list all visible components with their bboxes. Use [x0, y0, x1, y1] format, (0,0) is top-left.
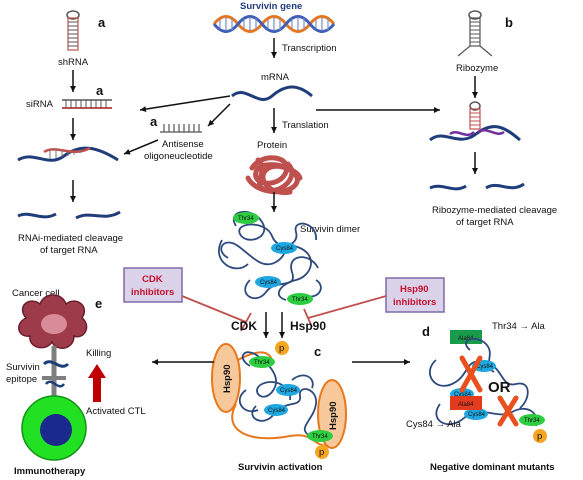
hsp90-inhibitors-box: Hsp90 inhibitors [385, 277, 445, 313]
antisense-oligo [160, 124, 202, 133]
letter-a-antisense: a [150, 114, 158, 129]
cdk-inhibitors-line2: inhibitors [131, 287, 174, 298]
cdk-label: CDK [231, 319, 257, 333]
mut-cys84-top-label: Cys84 [454, 392, 472, 398]
ribozyme-cleavage-label-2: of target RNA [456, 217, 514, 228]
mut-cys84-low [464, 408, 488, 420]
ribozyme-bound-target [429, 101, 521, 142]
hsp90-right-label: Hsp90 [328, 401, 339, 430]
dimer-thr34-top-label: Thr34 [238, 216, 254, 222]
arrow-mrna-to-sirna [139, 95, 231, 113]
mrna-label: mRNA [261, 72, 290, 83]
mut-ala84-box [450, 396, 482, 410]
epitope-label-2: epitope [6, 374, 37, 385]
mut-cys84-mid-label: Cys84 [476, 364, 494, 370]
dimer-cys84-top [271, 242, 297, 254]
cdk-inhibition-line [181, 295, 252, 332]
cdk-inhibitors-box: CDK inhibitors [123, 267, 183, 303]
arrow-mrna-to-antisense [207, 103, 231, 127]
act-cys84-bottom: Cys84 [268, 408, 286, 414]
cancer-nucleus [41, 314, 67, 334]
protein-label: Protein [257, 140, 287, 151]
shrna-label: shRNA [58, 57, 89, 68]
cancer-cell-label: Cancer cell [12, 288, 60, 299]
killing-label: Killing [86, 348, 111, 359]
hsp90-label: Hsp90 [290, 319, 326, 333]
ctl-nucleus [40, 414, 72, 446]
mut-ala34-label: Ala84 [458, 336, 474, 342]
survivin-epitope [42, 346, 70, 402]
sirna-label: siRNA [26, 99, 54, 110]
letter-d: d [422, 324, 430, 339]
letter-b: b [505, 15, 513, 30]
act-thr34-top: Thr34 [254, 360, 270, 366]
dimer-cys84-top-label: Cys84 [276, 246, 294, 252]
activation-title: Survivin activation [238, 462, 323, 473]
immunotherapy-title: Immunotherapy [14, 466, 86, 477]
antisense-label-2: oligoneucleotide [144, 151, 213, 162]
rnai-bound-target [17, 146, 119, 162]
ribozyme-cleaved-rna [429, 182, 525, 191]
sirna-duplex [62, 99, 112, 109]
hsp90-left [211, 343, 241, 413]
dimer-thr34-bottom-label: Thr34 [292, 297, 308, 303]
protein-coil [245, 155, 303, 196]
mut-p [533, 429, 547, 443]
hsp90-inhibitors-line1: Hsp90 [400, 284, 429, 295]
dimer-label: Survivin dimer [300, 224, 360, 235]
mut-cys-label: Cys84 → Ala [406, 419, 462, 430]
dimer-cys84-bottom [255, 276, 281, 288]
mut-thr34 [519, 414, 545, 426]
act-thr34-bottom: Thr34 [312, 434, 328, 440]
dimer-thr34-top [233, 212, 259, 224]
mrna-strand [231, 85, 313, 101]
mut-thr-label: Thr34 → Ala [492, 321, 546, 332]
letter-e: e [95, 296, 102, 311]
ribozyme-hairpin [457, 10, 493, 57]
ctl-label: Activated CTL [86, 406, 146, 417]
letter-a-shrna: a [98, 15, 106, 30]
act-p-top: p [279, 343, 284, 354]
activated-survivin [211, 341, 347, 459]
mut-cys84-low-label: Cys84 [468, 412, 486, 418]
mut-ala34-box [450, 330, 482, 344]
transcription-label: Transcription [282, 43, 337, 54]
mut-x-left [459, 355, 483, 393]
gene-title: Survivin gene [240, 1, 302, 12]
mut-ala84-label: Ala84 [458, 402, 474, 408]
arrow-antisense-to-bound [123, 139, 159, 155]
letter-a-sirna: a [96, 83, 104, 98]
mut-or: OR [488, 379, 511, 396]
killing-arrow [88, 364, 106, 402]
dna-helix [212, 15, 336, 33]
mutants-title: Negative dominant mutants [430, 462, 555, 473]
translation-label: Translation [282, 120, 329, 131]
dimer-cys84-bottom-label: Cys84 [260, 280, 278, 286]
ribozyme-label: Ribozyme [456, 63, 498, 74]
hsp90-inhibition-line [303, 295, 387, 328]
act-cys84-top: Cys84 [280, 388, 298, 394]
mut-thr34-label: Thr34 [524, 418, 540, 424]
antisense-label-1: Antisense [162, 139, 204, 150]
act-p-bottom: p [319, 447, 324, 458]
mut-p-label: p [537, 431, 542, 442]
rnai-cleaved-rna [17, 210, 121, 220]
rnai-cleavage-label-2: of target RNA [40, 245, 98, 256]
shrna-hairpin [66, 10, 80, 51]
ribozyme-cleavage-label-1: Ribozyme-mediated cleavage [432, 205, 557, 216]
letter-c: c [314, 344, 321, 359]
rnai-cleavage-label-1: RNAi-mediated cleavage [18, 233, 123, 244]
dimer-thr34-bottom [287, 293, 313, 305]
epitope-label-1: Survivin [6, 362, 40, 373]
hsp90-left-label: Hsp90 [222, 364, 233, 393]
mut-x-right [497, 395, 519, 427]
hsp90-inhibitors-line2: inhibitors [393, 297, 436, 308]
cdk-inhibitors-line1: CDK [142, 274, 163, 285]
